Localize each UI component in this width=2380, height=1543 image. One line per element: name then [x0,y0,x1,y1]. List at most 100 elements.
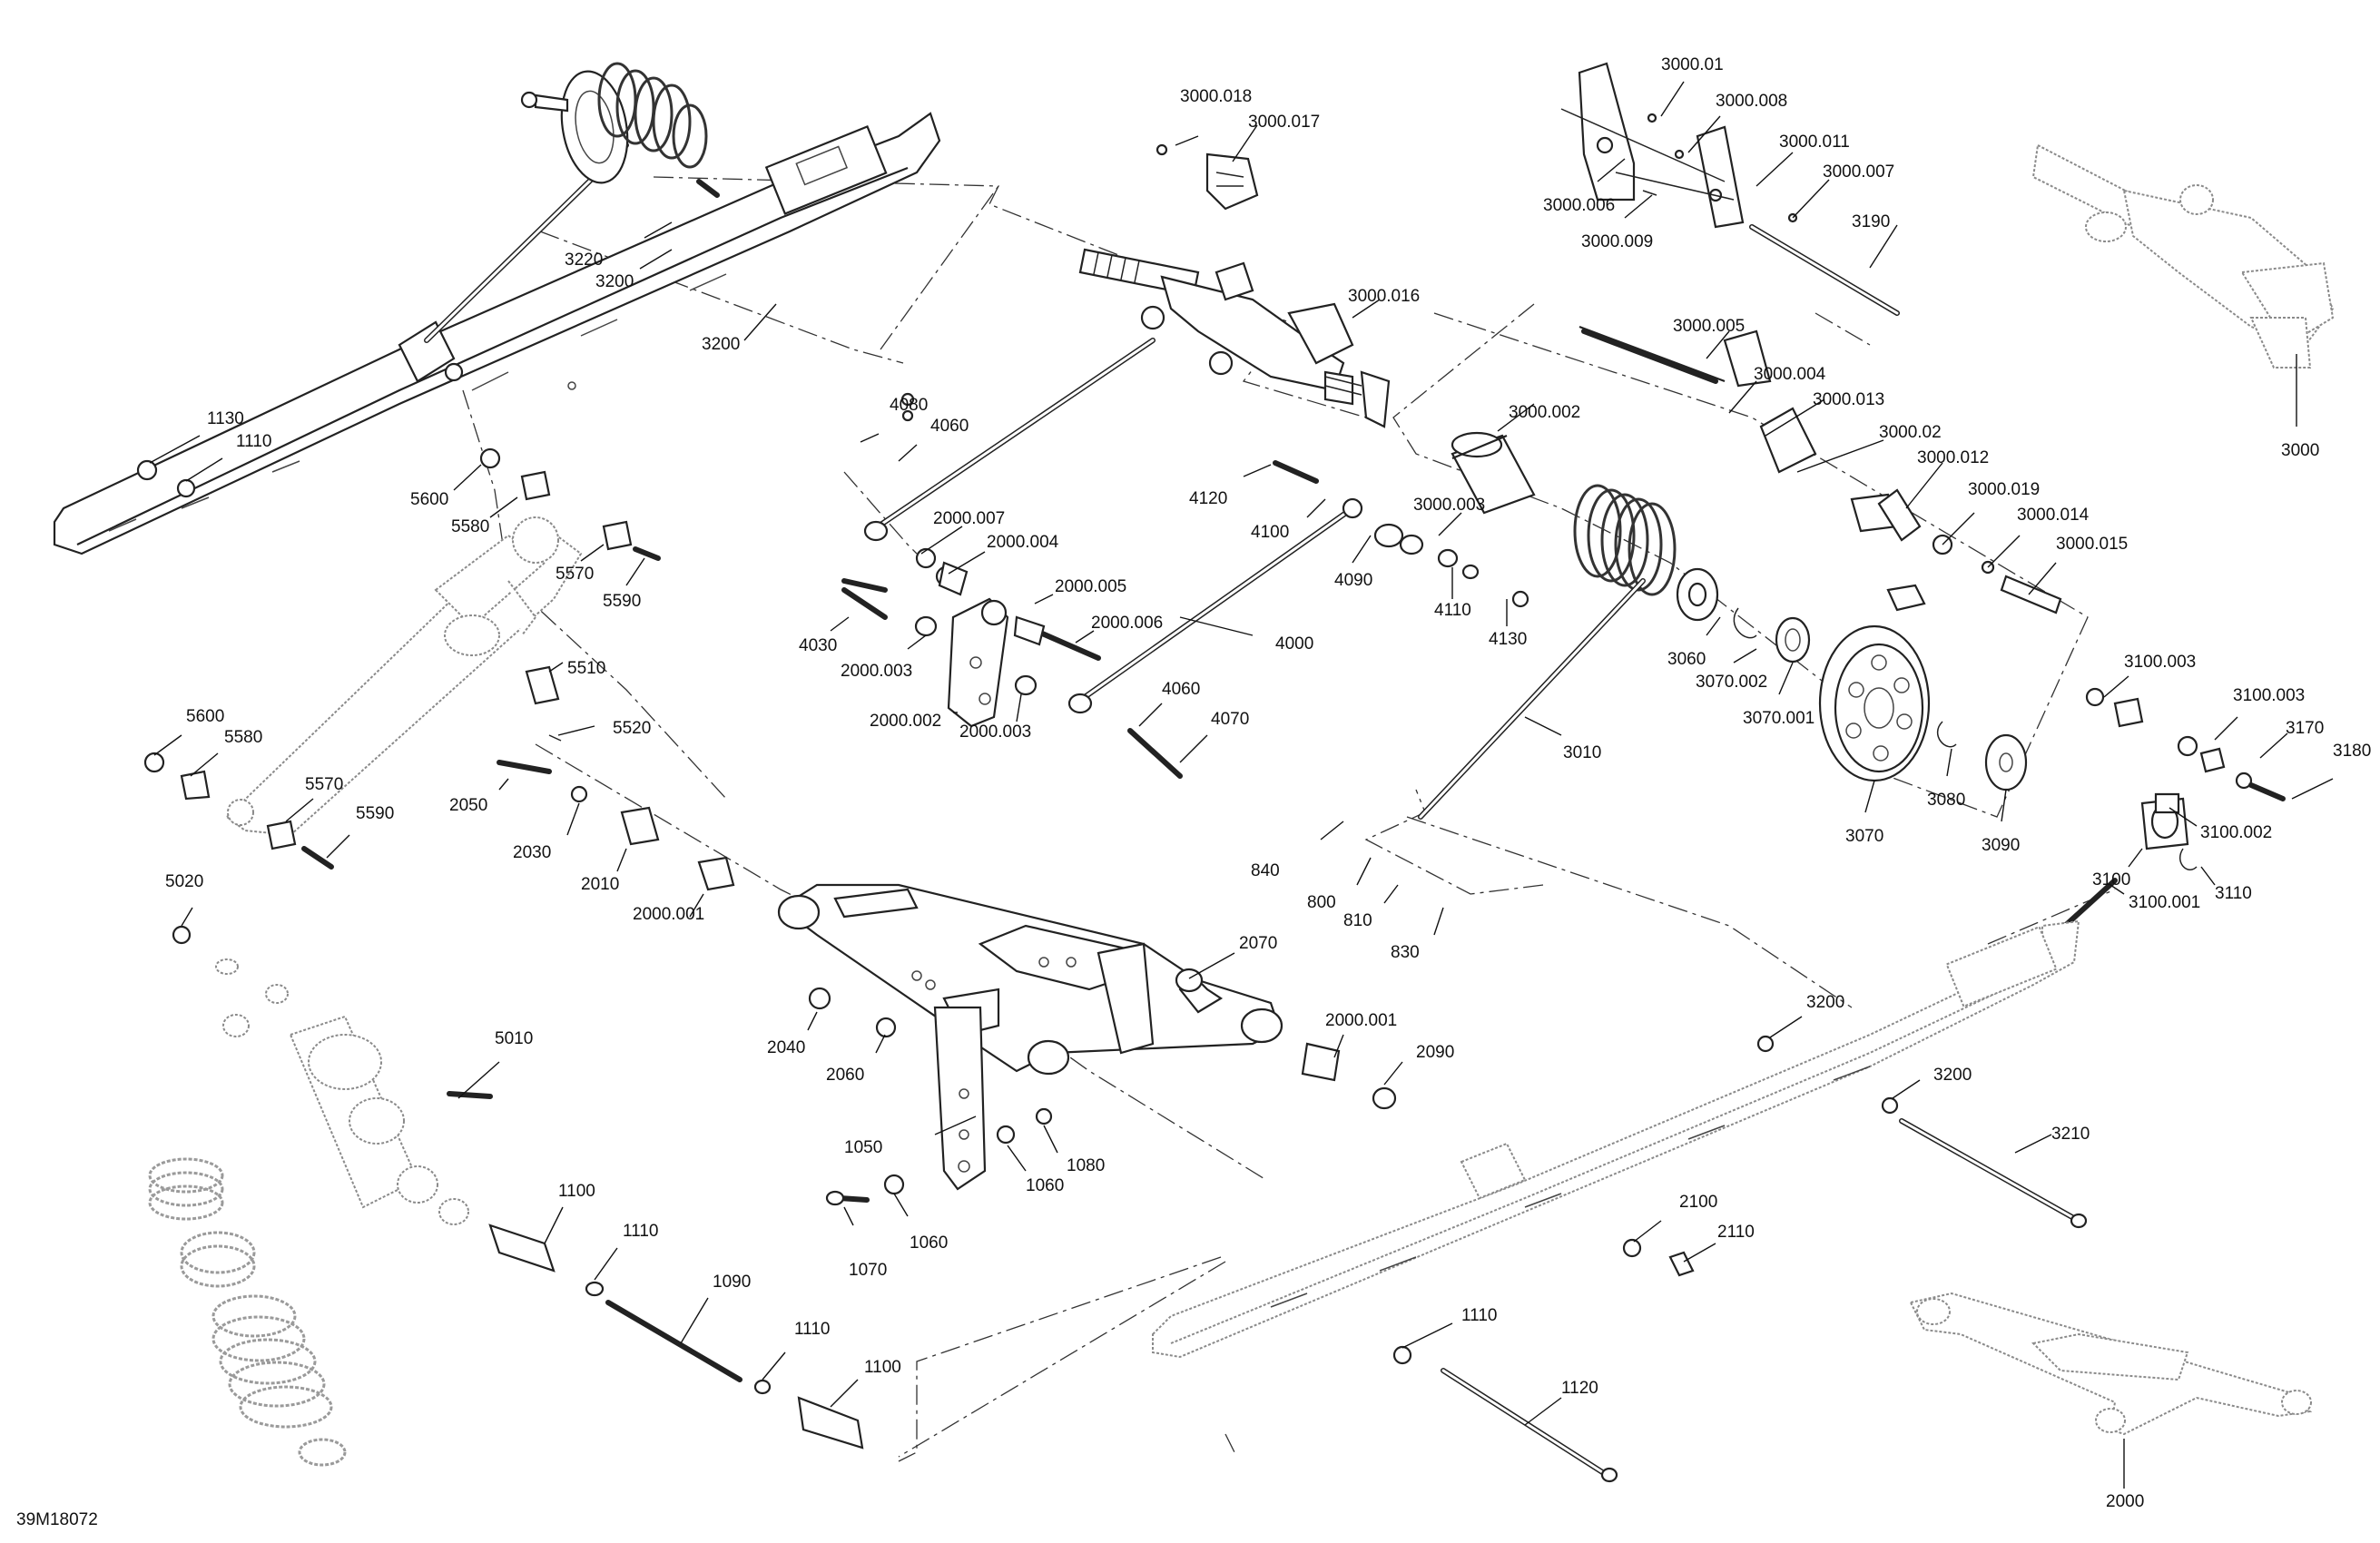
callout-2000-002: 2000.002 [870,712,941,731]
callout-3070: 3070 [1845,827,1883,846]
callout-1070: 1070 [849,1261,887,1280]
callout-2000-003-b: 2000.003 [959,722,1031,742]
callout-2070: 2070 [1239,934,1277,953]
callout-5590: 5590 [603,592,641,611]
callout-1100-a: 1100 [558,1182,595,1201]
callout-3000-01: 3000.01 [1661,55,1724,74]
callout-3220: 3220 [565,251,603,270]
callout-2010: 2010 [581,875,619,894]
right-slide-rail [1152,919,2080,1365]
callout-3000-006: 3000.006 [1543,196,1615,215]
front-arm-shaft-assembly [1078,248,1391,428]
upper-left-idler-spring [424,62,720,343]
callout-3190: 3190 [1852,212,1890,231]
callout-1100-b: 1100 [864,1358,901,1377]
callout-3000-012: 3000.012 [1917,448,1989,467]
upper-bracket-assembly [1560,62,1900,316]
callout-3000-011: 3000.011 [1779,133,1850,152]
callout-3000-004: 3000.004 [1754,365,1826,384]
callout-5510: 5510 [567,659,605,678]
callout-1080: 1080 [1067,1156,1105,1175]
callout-1090: 1090 [713,1273,751,1292]
callout-2060: 2060 [826,1066,864,1085]
callout-3000-018: 3000.018 [1180,87,1252,106]
part-3000.017-bracket [1156,143,1259,211]
callout-3000-002: 3000.002 [1509,403,1580,422]
callout-1130: 1130 [207,409,244,428]
callout-4030: 4030 [799,636,837,655]
left-hardware [136,392,937,1450]
callout-4120: 4120 [1189,489,1227,508]
callout-5570: 5570 [556,565,594,584]
callout-1060-b: 1060 [910,1233,948,1253]
part-3070-wheel-group [1676,567,2028,791]
callout-3000-005: 3000.005 [1673,317,1745,336]
link-rods [841,338,1363,779]
callout-3000-003: 3000.003 [1413,496,1485,515]
lower-left-shock-springs [148,958,469,1467]
callout-2000-001-a: 2000.001 [633,905,704,924]
callout-1050: 1050 [844,1138,882,1157]
callout-3100-003-b: 3100.003 [2233,686,2305,705]
callout-3000-008: 3000.008 [1716,92,1787,111]
rear-arm-assembly [777,883,1283,1191]
callout-4070: 4070 [1211,710,1249,729]
callout-3000-017: 3000.017 [1248,113,1320,132]
callout-5520: 5520 [613,719,651,738]
left-shock-absorber [225,516,583,837]
callout-3000-02: 3000.02 [1879,423,1942,442]
callout-5580: 5580 [451,517,489,536]
callout-3000-013: 3000.013 [1813,390,1884,409]
callout-4100: 4100 [1251,523,1289,542]
callout-3170: 3170 [2286,719,2324,738]
left-slide-rail [53,112,941,555]
callout-1110-d: 1110 [1461,1306,1497,1325]
callout-2000-001-b: 2000.001 [1325,1011,1397,1030]
callout-4060-a: 4060 [930,417,969,436]
callout-2000-003-a: 2000.003 [841,662,912,681]
callout-2110: 2110 [1717,1223,1755,1242]
callout-2000-006: 2000.006 [1091,614,1163,633]
callout-2000-007: 2000.007 [933,509,1005,528]
figure-code: 39M18072 [16,1510,98,1529]
part-3000-assembly-reference [2031,143,2335,369]
callout-labels: 3000.018 3000.017 3000.01 3000.008 3000.… [165,55,2371,1511]
callout-3100-003-a: 3100.003 [2124,653,2196,672]
callout-3000-019: 3000.019 [1968,480,2040,499]
cylinder-spacers [1451,434,2062,614]
callout-4130: 4130 [1489,630,1527,649]
callout-800: 800 [1307,893,1336,912]
callout-2000-004: 2000.004 [987,533,1059,552]
callout-3000-015: 3000.015 [2056,535,2128,554]
rear-arm-hardware [808,968,1397,1206]
leader-lines [149,81,2334,1489]
callout-3070-002: 3070.002 [1696,673,1767,692]
callout-3000-009: 3000.009 [1581,232,1653,251]
callout-4060-b: 4060 [1162,680,1200,699]
part-3010-torsion-spring [1418,484,1677,820]
callout-840: 840 [1251,861,1280,880]
callout-810: 810 [1343,911,1372,930]
callout-5570-b: 5570 [305,775,343,794]
callout-1110: 1110 [236,432,271,451]
callout-3200-a: 3200 [595,272,634,291]
callout-3000-016: 3000.016 [1348,287,1420,306]
callout-4080: 4080 [890,396,928,415]
callout-3000: 3000 [2281,441,2319,460]
callout-3100: 3100 [2092,870,2130,889]
callout-3200-d: 3200 [1933,1066,1972,1085]
callout-5580-b: 5580 [224,728,262,747]
callout-3090: 3090 [1982,836,2020,855]
callout-3200-c: 3200 [1806,993,1844,1012]
part-2000.002-arm [914,561,1046,728]
callout-830: 830 [1391,943,1420,962]
callout-3180: 3180 [2333,742,2371,761]
callout-4090: 4090 [1334,571,1372,590]
callout-3000-007: 3000.007 [1823,162,1894,182]
callout-3210: 3210 [2051,1125,2090,1144]
callout-2090: 2090 [1416,1043,1454,1062]
part-3100-group [2062,687,2286,929]
callout-2030: 2030 [513,843,551,862]
callout-1060-a: 1060 [1026,1176,1064,1195]
